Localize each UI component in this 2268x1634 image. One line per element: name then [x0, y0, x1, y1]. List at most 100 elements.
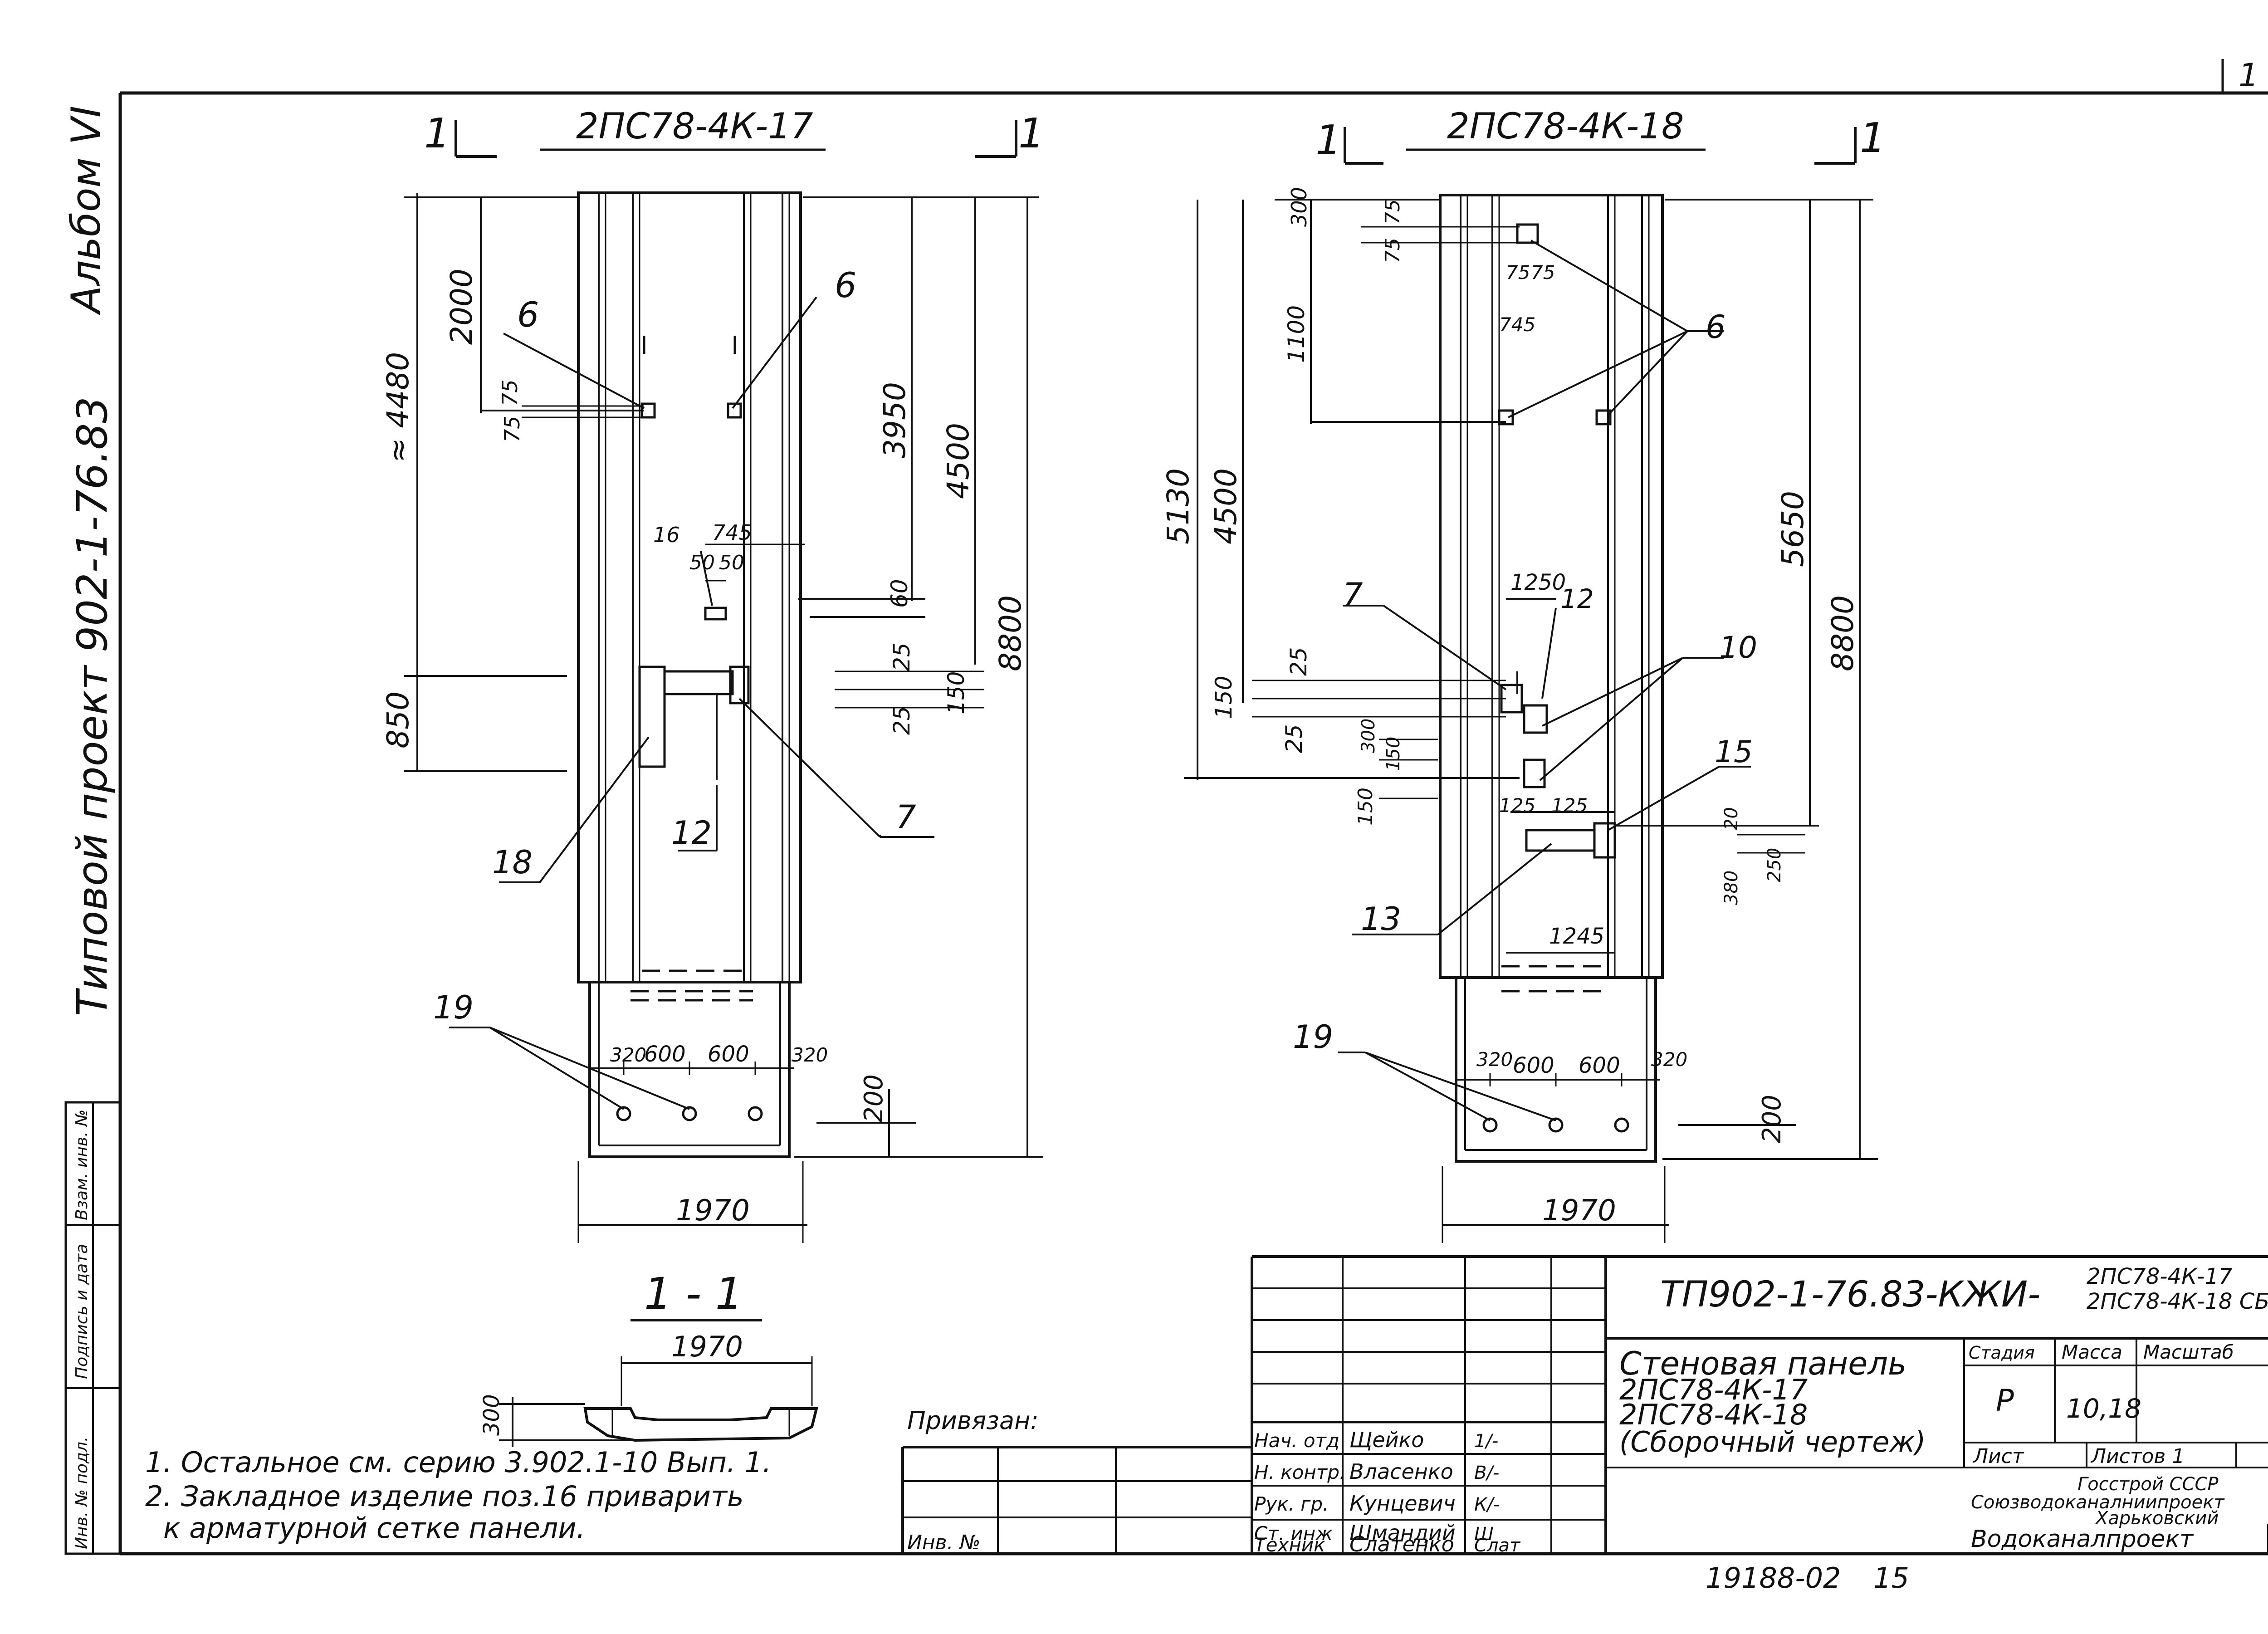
panel-b-dim: 745 — [1499, 313, 1535, 336]
drawing-name-line-4: (Сборочный чертеж) — [1619, 1425, 1926, 1458]
panel-b-leaders — [1338, 240, 1751, 1121]
panel-a-callout: 12 — [671, 814, 712, 851]
panel-b-dim: 320 — [1651, 1048, 1687, 1071]
panel-b-dim: 4500 — [1208, 468, 1243, 544]
org-line-2: Союзводоканалниипроект — [1971, 1492, 2225, 1513]
panel-a-dim: 4500 — [941, 423, 976, 499]
panel-b-callout: 12 — [1560, 583, 1594, 614]
panel-a-dim: 50 — [689, 551, 715, 574]
panel-a-title: 2ПС78-4К-17 — [576, 106, 813, 147]
org-line-3: Харьковский — [2095, 1508, 2219, 1529]
org-line-4: Водоканалпроект — [1971, 1526, 2194, 1553]
panel-b-dim: 75 — [1381, 238, 1404, 263]
panel-a-dim: 3950 — [877, 382, 912, 458]
sign-1: 1/- — [1474, 1431, 1498, 1452]
sign-5: Слат — [1474, 1535, 1521, 1556]
section-width: 1970 — [671, 1330, 743, 1363]
stamp-label-sign: Подпись и дата — [73, 1244, 91, 1379]
section-title: 1 - 1 — [644, 1268, 743, 1319]
panel-b-dim: 75 — [1381, 199, 1404, 225]
role-1: Нач. отд — [1254, 1429, 1339, 1452]
panel-a-callout: 19 — [433, 989, 474, 1026]
page-number: 15 — [1873, 1561, 1909, 1595]
panel-b-dim: 5650 — [1775, 491, 1810, 567]
stage-value: Р — [1996, 1383, 2014, 1418]
title-block: ТП902-1-76.83-КЖИ- 2ПС78-4К-17 2ПС78-4К-… — [901, 1255, 2268, 1556]
section-height: 300 — [479, 1394, 504, 1436]
notes: 1. Остальное см. серию 3.902.1-10 Вып. 1… — [145, 1446, 772, 1545]
stamp-label-replace: Взам. инв. № — [73, 1110, 91, 1220]
panel-b-callout: 6 — [1706, 308, 1726, 346]
panel-b-dim: 8800 — [1825, 595, 1860, 671]
note-line-2: 2. Закладное изделие поз.16 приварить — [145, 1480, 744, 1513]
stage-label: Стадия — [1969, 1343, 2035, 1363]
panel-a-callout: 6 — [517, 294, 539, 335]
panel-a-dim: 8800 — [993, 595, 1028, 671]
panel-b-dim: 125 — [1551, 794, 1588, 817]
panel-b-dim: 75 — [1531, 261, 1555, 284]
panel-b-dim: 300 — [1287, 187, 1311, 227]
panel-b-dim: 300 — [1358, 719, 1379, 753]
mass-label: Масса — [2062, 1341, 2122, 1363]
panel-a-dim: 850 — [381, 691, 415, 749]
title-block-code-bottom: 2ПС78-4К-18 СБ — [2087, 1289, 2268, 1314]
inv-label: Инв. № — [907, 1531, 980, 1554]
panel-b-drawing: 2ПС78-4К-18 1 1 — [1161, 106, 1886, 1243]
panel-b-dim: 600 — [1513, 1053, 1554, 1078]
stamp-label-inv: Инв. № подл. — [73, 1437, 91, 1549]
panel-a-dim: 320 — [792, 1044, 828, 1066]
panel-a-callout: 7 — [896, 798, 916, 836]
panel-a-section-mark-left: 1 — [424, 110, 450, 157]
panel-a-dim: 745 — [712, 520, 752, 545]
panel-b-dim: 200 — [1757, 1095, 1787, 1143]
title-block-code: ТП902-1-76.83-КЖИ- — [1660, 1274, 2040, 1315]
role-4: Ст. инж — [1254, 1522, 1333, 1545]
panel-b-section-mark-left: 1 — [1315, 117, 1341, 164]
drawing-name-line-1: Стеновая панель — [1619, 1345, 1906, 1382]
scale-label: Масштаб — [2143, 1341, 2234, 1363]
panel-b-dim: 150 — [1211, 676, 1237, 719]
panel-a-dim: 60 — [886, 579, 913, 608]
corner-mark: 1 — [2239, 57, 2259, 94]
panel-b-dim: 250 — [1764, 848, 1785, 882]
panel-b-callout: 10 — [1719, 630, 1757, 665]
panel-b-dim: 1970 — [1542, 1194, 1616, 1228]
panel-b-dim: 150 — [1354, 788, 1377, 826]
drawing-name-line-2: 2ПС78-4К-17 — [1619, 1373, 1808, 1406]
panel-a-dim: 600 — [708, 1042, 749, 1067]
panel-a-dim: 150 — [943, 671, 969, 714]
panel-b-dim: 20 — [1721, 807, 1742, 830]
panel-b-dim: 380 — [1721, 871, 1742, 905]
sheets-label: Листов 1 — [2090, 1445, 2185, 1468]
panel-a-dim: 75 — [498, 379, 522, 406]
panel-b-dim: 600 — [1579, 1053, 1620, 1078]
panel-b-callout: 15 — [1715, 734, 1753, 769]
panel-b-dim: 150 — [1383, 737, 1404, 771]
note-line-1: 1. Остальное см. серию 3.902.1-10 Вып. 1… — [145, 1446, 772, 1479]
role-5: Техник — [1254, 1534, 1325, 1556]
sign-3: К/- — [1474, 1494, 1500, 1515]
panel-b-dim: 125 — [1499, 794, 1535, 817]
panel-a-callout: 6 — [835, 265, 856, 305]
panel-b-title: 2ПС78-4К-18 — [1447, 106, 1684, 147]
panel-b-section-mark-right: 1 — [1860, 114, 1886, 162]
panel-b-callout: 7 — [1343, 576, 1363, 613]
panel-a-dim: 25 — [889, 642, 915, 671]
project-label: Типовой проект 902-1-76.83 — [68, 396, 117, 1016]
panel-a-dim: 50 — [719, 551, 744, 574]
panel-a-dim: 600 — [644, 1042, 686, 1067]
sheet-frame: 1 — [64, 57, 2268, 1556]
name-3: Кунцевич — [1349, 1491, 1456, 1516]
name-1: Щейко — [1349, 1428, 1424, 1452]
panel-a-dim: ≈ 4480 — [381, 352, 415, 463]
panel-a-callout: 16 — [653, 523, 680, 547]
panel-b-dim: 1100 — [1283, 305, 1310, 363]
org-line-1: Госстрой СССР — [2077, 1474, 2219, 1495]
panel-b-dim: 25 — [1281, 724, 1307, 753]
role-2: Н. контр. — [1254, 1461, 1345, 1483]
panel-b-dim: 25 — [1286, 647, 1312, 676]
section-1-1: 1 - 1 1970 300 — [479, 1268, 818, 1447]
name-4: Шмандий — [1349, 1521, 1456, 1545]
panel-a-drawing: 2ПС78-4К-17 1 1 — [381, 106, 1044, 1243]
